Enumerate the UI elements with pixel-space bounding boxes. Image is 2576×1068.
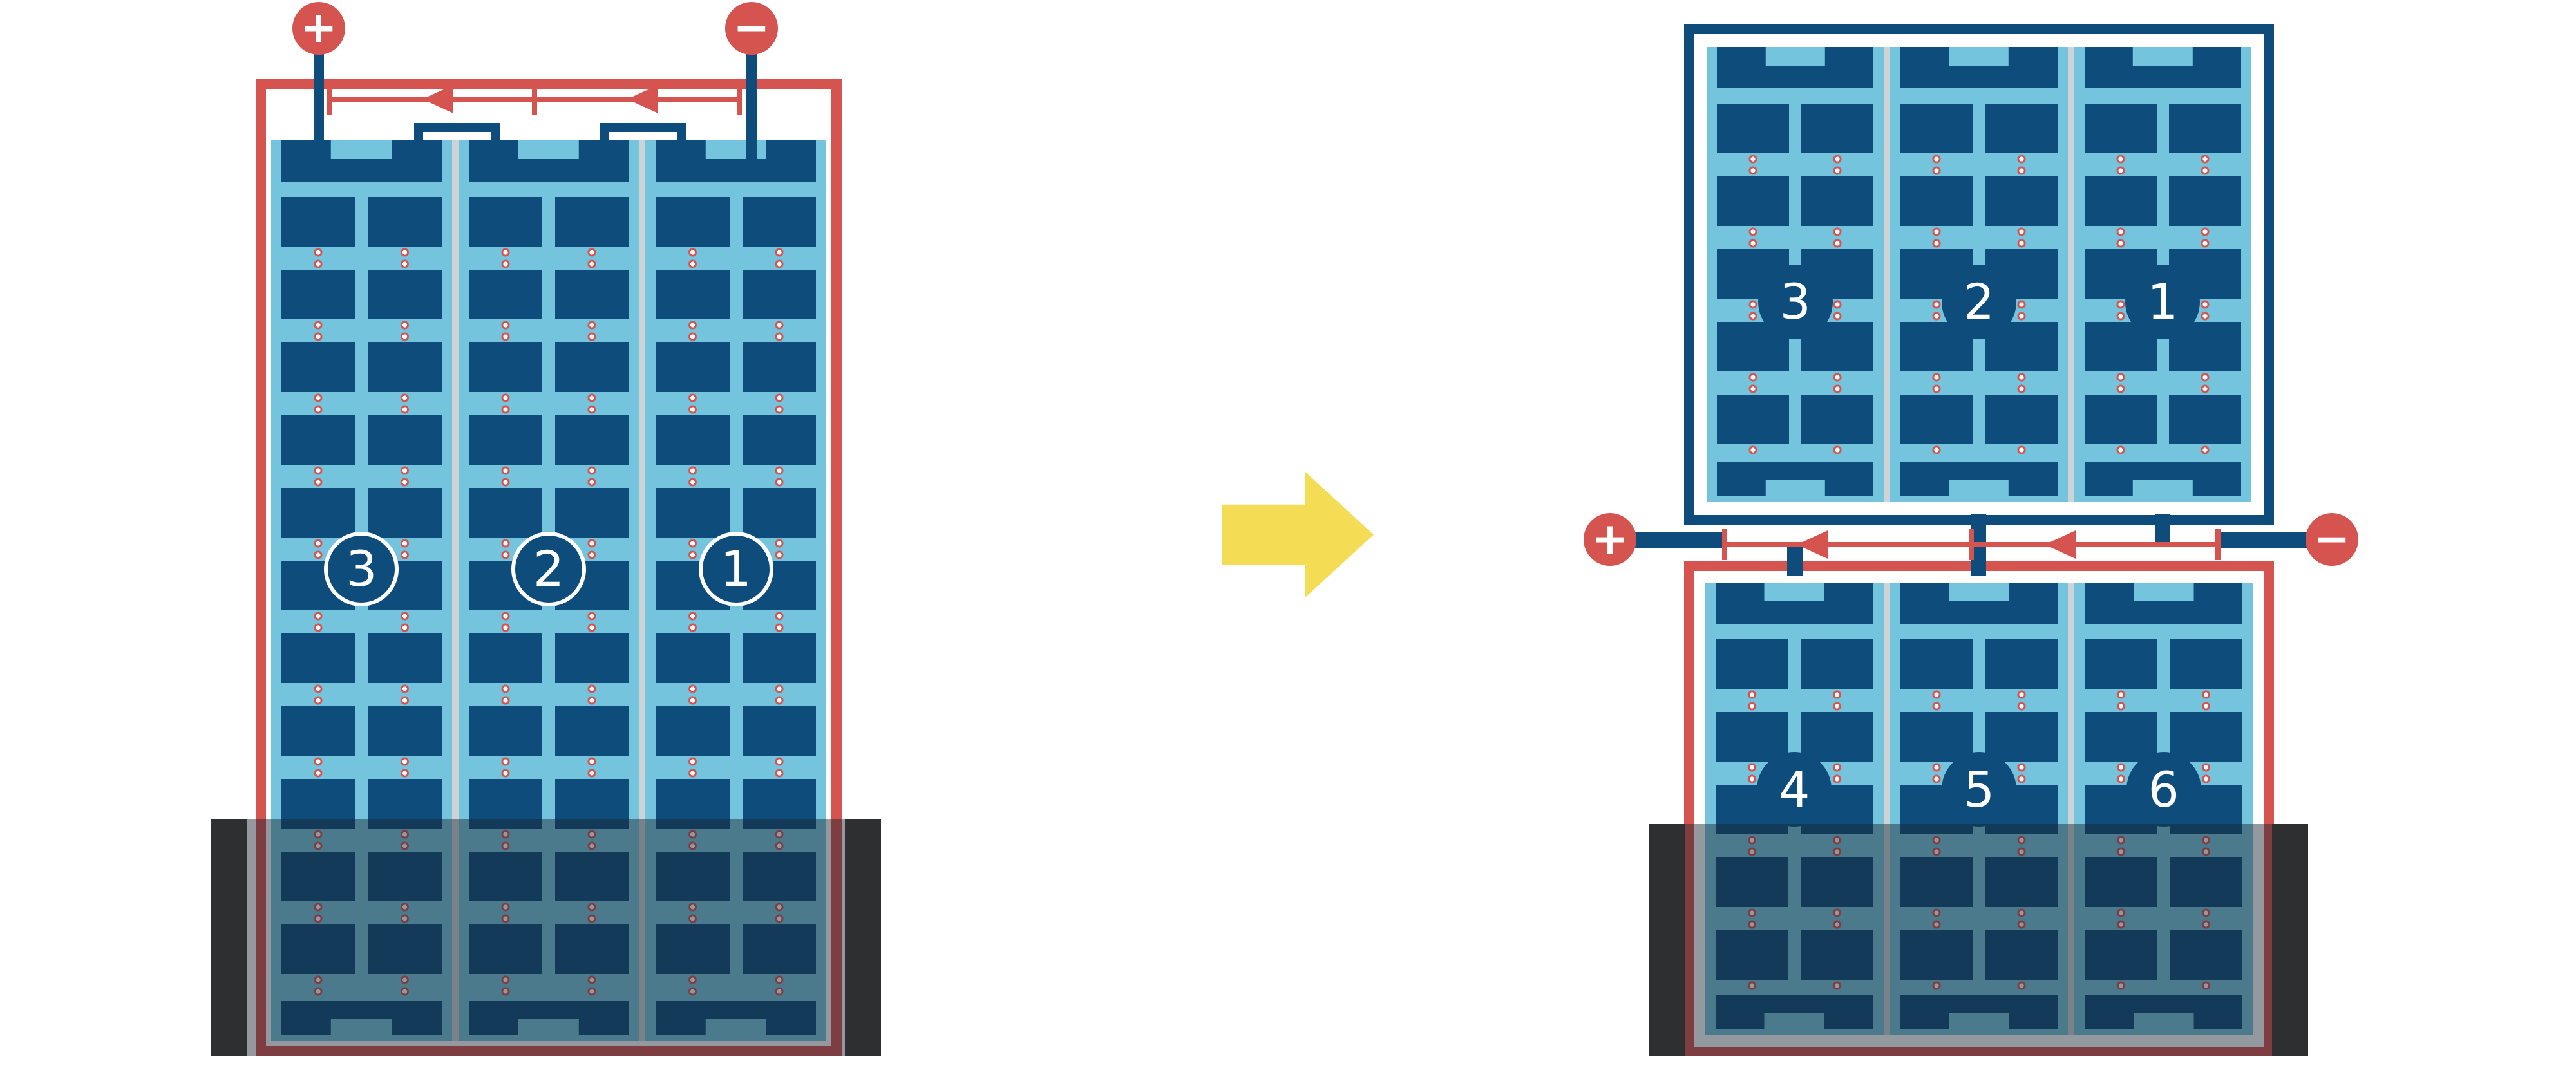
negative-terminal-icon: − [2306,513,2358,566]
module-number-badge: 2 [511,531,586,606]
shade-edge-bar [2272,824,2308,1056]
cell-strings [2074,88,2251,462]
negative-terminal-icon: − [725,2,778,55]
busbar-bottom [2084,462,2241,496]
busbar-bottom [1900,995,2058,1029]
module-column-2: 2 [1890,47,2068,502]
busbar-top [1717,47,1874,88]
positive-stub [1634,532,1725,548]
module-number-badge: 3 [324,531,399,606]
busbar-bottom [468,1001,629,1035]
busbar-bottom [656,1001,817,1035]
busbar-bottom [2085,995,2243,1029]
busbar-top [656,140,817,182]
shade-edge-bar [1649,824,1685,1056]
busbar-top [2085,583,2243,624]
positive-terminal-icon: + [292,2,345,55]
module-column-1: 1 [2074,47,2251,502]
full-panel: 3 2 1 [256,79,842,1056]
module-number-badge: 5 [1942,752,2016,827]
shade-overlay [211,819,881,1056]
module-number-badge: 3 [1757,264,1833,339]
module-column-2: 2 [458,140,639,1041]
module-column-4: 4 [1705,583,1884,1035]
busbar-top [2084,47,2241,88]
module-number-badge: 6 [2126,752,2201,827]
busbar-bottom [1716,995,1873,1029]
module-column-6: 6 [2074,583,2253,1035]
module-column-3: 3 [271,140,452,1041]
module-column-1: 1 [645,140,827,1041]
shade-edge-bar [845,819,881,1056]
busbar-bottom [1900,462,2058,496]
module-column-5: 5 [1889,583,2069,1035]
shade-overlay [1649,824,2308,1056]
cell-area: 3 2 1 [271,140,827,1041]
negative-stub [2218,532,2308,548]
busbar-top [1900,47,2058,88]
module-column-3: 3 [1707,47,1884,502]
busbar-top [281,140,442,182]
busbar-top [1900,583,2058,624]
split-panel-top: 3 2 1 [1684,24,2274,525]
busbar-top [1716,583,1873,624]
busbar-bottom [1717,462,1874,496]
module-number-badge: 1 [698,531,773,606]
split-panel-bottom: 4 5 6 [1684,561,2274,1056]
module-number-badge: 1 [2125,264,2201,339]
busbar-bottom [281,1001,442,1035]
module-number-badge: 4 [1757,752,1832,827]
shade-edge-bar [211,819,247,1056]
current-arrowhead [1797,530,1828,559]
busbar-top [468,140,629,182]
module-number-badge: 2 [1941,264,2016,339]
right-arrow-icon [1222,472,1374,597]
current-arrowhead [2045,530,2076,559]
cell-area: 3 2 1 [1707,47,2251,502]
positive-terminal-icon: + [1584,513,1636,566]
cell-area: 4 5 6 [1705,583,2253,1035]
